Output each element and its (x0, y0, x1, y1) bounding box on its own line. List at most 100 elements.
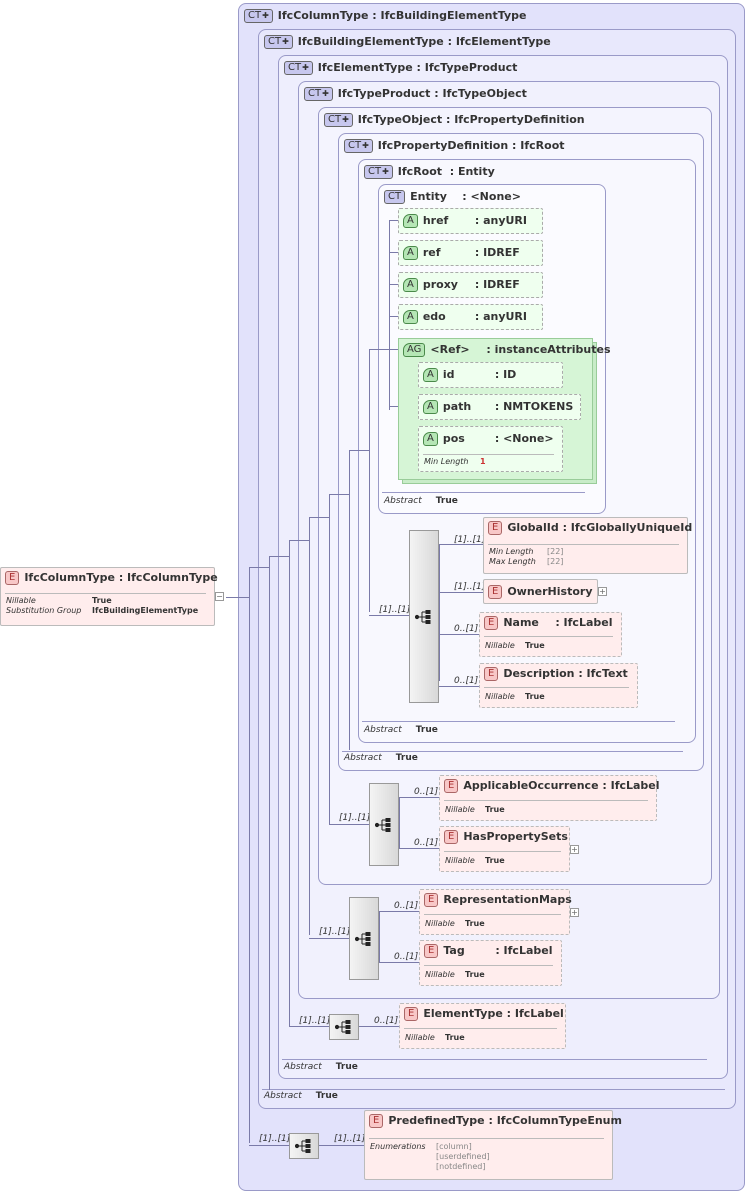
sequence-icon-part (385, 827, 391, 832)
collapse-toggle[interactable]: − (215, 592, 224, 601)
element-name-label: Tag (443, 944, 465, 957)
attribute-name: pos (442, 432, 465, 445)
cardinality-label: 0..[1] (414, 787, 439, 797)
element-type: : IfcLabel (495, 944, 553, 957)
element-type: : IfcText (578, 667, 628, 680)
expand-toggle[interactable]: + (570, 845, 579, 854)
sequence-icon-part (345, 1025, 351, 1029)
sequence-compositor[interactable] (329, 1014, 359, 1040)
complex-type-icon: CT (284, 61, 313, 75)
element-type: : IfcLabel (555, 616, 613, 629)
attribute-type: : ID (494, 368, 517, 381)
complex-type-icon: CT (384, 190, 406, 204)
element-type: : IfcLabel (506, 1007, 564, 1020)
ct-base: : Entity (449, 165, 495, 178)
element-name: IfcColumnType (24, 571, 115, 584)
element-icon: E (424, 944, 439, 958)
ct-name: IfcPropertyDefinition (377, 139, 509, 152)
expand-toggle[interactable]: + (598, 587, 607, 596)
sequence-icon-part (425, 614, 431, 619)
sequence-icon-part (305, 1144, 311, 1148)
sequence-compositor[interactable] (369, 783, 399, 866)
cardinality-label: [1]..[1] (454, 582, 486, 592)
element-type: : IfcGloballyUniqueId (562, 521, 693, 534)
element-name-label: ApplicableOccurrence (463, 779, 599, 792)
ct-header: CTIfcColumnType : IfcBuildingElementType (244, 9, 526, 23)
element-icon: E (404, 1007, 419, 1021)
sequence-icon-part (345, 1020, 351, 1024)
element-type: : IfcLabel (602, 779, 660, 792)
ct-name: IfcTypeObject (357, 113, 443, 126)
sequence-icon-part (425, 609, 431, 614)
element-name-label: PredefinedType (388, 1114, 485, 1127)
attribute-name: path (442, 400, 472, 413)
attribute-icon: A (423, 400, 438, 414)
attribute-type: : NMTOKENS (494, 400, 574, 413)
element-icon: E (5, 571, 20, 585)
attribute-name: ref (422, 246, 441, 259)
sequence-compositor[interactable] (289, 1133, 319, 1159)
ct-name: IfcColumnType (277, 9, 369, 22)
ct-name: IfcTypeProduct (337, 87, 431, 100)
element-icon: E (424, 893, 439, 907)
attribute-group-icon: AG (403, 343, 426, 357)
ct-header: CTIfcRoot : Entity (364, 165, 495, 179)
element-type: : IfcColumnType (118, 571, 218, 584)
sequence-icon-part (295, 1143, 300, 1149)
attribute-name: href (422, 214, 449, 227)
ct-name: IfcRoot (397, 165, 443, 178)
element-icon: E (484, 667, 499, 681)
element-name-label: RepresentationMaps (443, 893, 572, 906)
attribute-icon: A (403, 310, 418, 324)
attribute-group-name: <Ref> (430, 343, 470, 356)
ct-name: IfcElementType (317, 61, 413, 74)
element-name: OwnerHistory (507, 585, 593, 598)
cardinality-label: [1]..[1] (454, 535, 486, 545)
sequence-icon-part (425, 619, 431, 624)
element-icon: E (484, 616, 499, 630)
sequence-icon-part (385, 817, 391, 822)
element-name: GlobalId (507, 521, 559, 534)
element-icon: E (488, 521, 503, 535)
sequence-icon-part (305, 1149, 311, 1153)
cardinality-label: [1]..[1] (319, 927, 351, 937)
sequence-compositor[interactable] (349, 897, 379, 980)
attribute-group-type: : instanceAttributes (486, 343, 611, 356)
cardinality-label: 0..[1] (394, 952, 419, 962)
element-icon: E (444, 779, 459, 793)
ct-base: : IfcBuildingElementType (372, 9, 527, 22)
attribute-icon: A (403, 246, 418, 260)
element-name-label: Name (503, 616, 539, 629)
attribute-type: : <None> (494, 432, 554, 445)
sequence-icon-part (305, 1139, 311, 1143)
sequence-icon (295, 1139, 311, 1153)
expand-toggle[interactable]: + (570, 908, 579, 917)
ct-base: : IfcRoot (512, 139, 565, 152)
attribute-type: : anyURI (474, 214, 527, 227)
sequence-compositor[interactable] (409, 530, 439, 703)
attribute-icon: A (403, 278, 418, 292)
